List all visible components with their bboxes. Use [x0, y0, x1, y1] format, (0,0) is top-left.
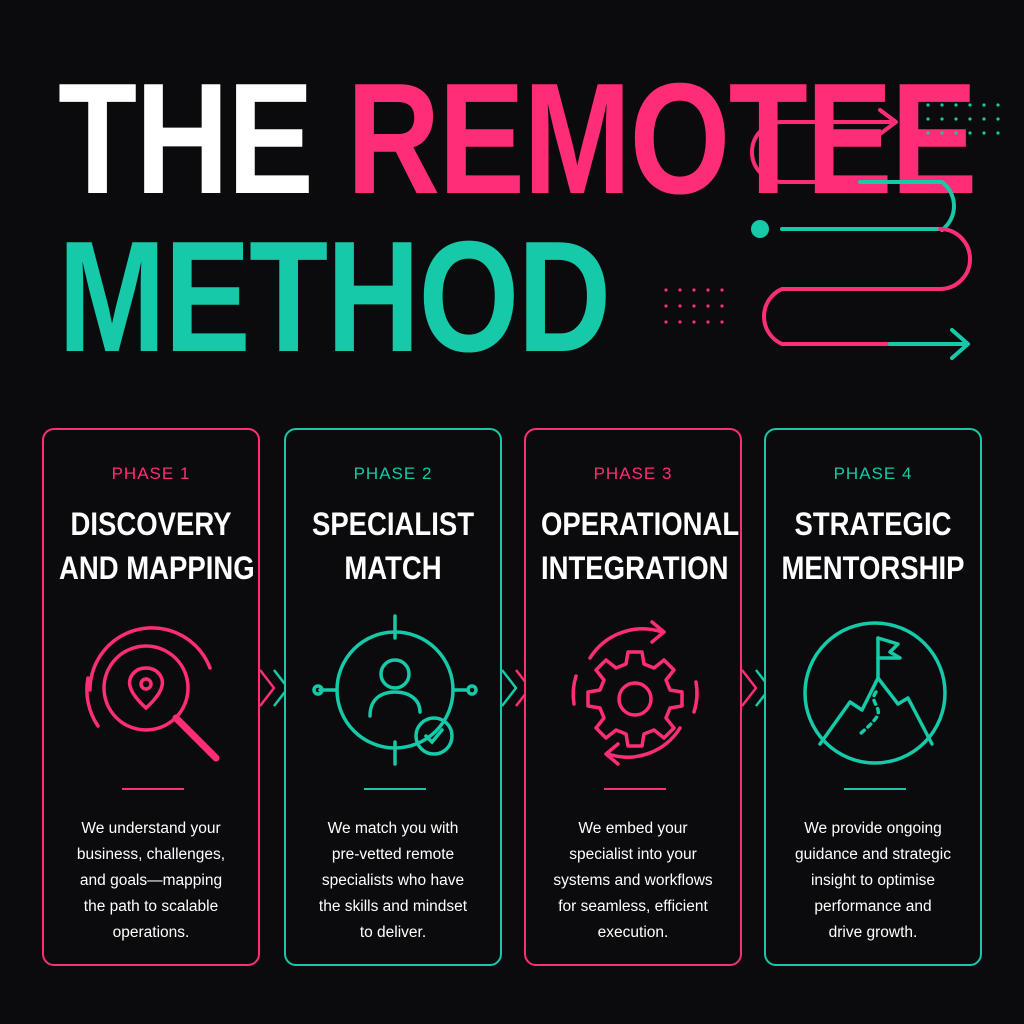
desc-line: We embed your	[578, 820, 688, 837]
desc-line: performance and	[814, 898, 932, 915]
desc-line: insight to optimise	[810, 872, 936, 889]
winding-arrow-decoration	[750, 103, 1000, 360]
phase-heading-line-1: STRATEGIC	[794, 506, 952, 542]
phase-heading-line-2: MENTORSHIP	[781, 550, 965, 586]
specialist-target-icon	[312, 614, 478, 766]
desc-line: business, challenges,	[76, 846, 226, 863]
phase-description: We match you with pre-vetted remote spec…	[296, 816, 490, 946]
phase-heading-line-2: INTEGRATION	[540, 550, 729, 586]
phase-label: PHASE 3	[593, 464, 673, 483]
phase-label: PHASE 1	[111, 464, 191, 483]
mountain-flag-icon	[803, 621, 947, 765]
phase-heading-line-1: OPERATIONAL	[540, 506, 740, 542]
desc-line: for seamless, efficient	[558, 898, 708, 915]
phase-description: We embed your specialist into your syste…	[536, 816, 730, 946]
phase-label: PHASE 2	[353, 464, 433, 483]
desc-line: execution.	[597, 924, 669, 941]
phase-card-2: PHASE 2 SPECIALIST MATCH We match you wi…	[284, 428, 502, 966]
desc-line: the path to scalable	[83, 898, 219, 915]
dot-grid-top	[926, 103, 1000, 135]
divider	[844, 788, 906, 790]
divider	[364, 788, 426, 790]
desc-line: guidance and strategic	[795, 846, 951, 863]
divider	[604, 788, 666, 790]
desc-line: specialists who have	[321, 872, 465, 889]
phase-label: PHASE 4	[833, 464, 913, 483]
title-line-1: THE REMOTEE	[58, 60, 977, 218]
phase-card-4: PHASE 4 STRATEGIC MENTORSHIP We provide …	[764, 428, 982, 966]
phase-description: We provide ongoing guidance and strategi…	[776, 816, 970, 946]
phase-heading: STRATEGIC MENTORSHIP	[781, 502, 965, 590]
phase-heading-line-1: DISCOVERY	[70, 506, 232, 542]
phase-heading-line-2: MATCH	[344, 550, 442, 586]
desc-line: and goals—mapping	[79, 872, 223, 889]
divider	[122, 788, 184, 790]
phase-heading-line-2: AND MAPPING	[58, 550, 255, 586]
desc-line: specialist into your	[569, 846, 697, 863]
map-search-icon	[85, 626, 220, 762]
desc-line: We provide ongoing	[804, 820, 942, 837]
desc-line: We understand your	[81, 820, 221, 837]
phase-description: We understand your business, challenges,…	[54, 816, 248, 946]
dot-grid-pink	[664, 288, 724, 324]
desc-line: operations.	[112, 924, 190, 941]
page-title: THE REMOTEE METHOD	[58, 60, 977, 385]
title-word-the: THE	[58, 51, 314, 227]
title-word-remotee: REMOTEE	[346, 51, 978, 227]
desc-line: drive growth.	[828, 924, 918, 941]
desc-line: We match you with	[327, 820, 459, 837]
phase-card-1: PHASE 1 DISCOVERY AND MAPPING We underst…	[42, 428, 260, 966]
phase-heading-line-1: SPECIALIST	[311, 506, 475, 542]
desc-line: to deliver.	[359, 924, 427, 941]
phase-card-3: PHASE 3 OPERATIONAL INTEGRATION We embed…	[524, 428, 742, 966]
title-word-method: METHOD	[58, 209, 611, 385]
phase-heading: OPERATIONAL INTEGRATION	[540, 502, 740, 590]
gear-cycle-icon	[571, 620, 699, 766]
phase-heading: DISCOVERY AND MAPPING	[58, 502, 255, 590]
desc-line: pre-vetted remote	[331, 846, 455, 863]
phase-heading: SPECIALIST MATCH	[301, 502, 485, 590]
desc-line: the skills and mindset	[318, 898, 468, 915]
desc-line: systems and workflows	[553, 872, 713, 889]
